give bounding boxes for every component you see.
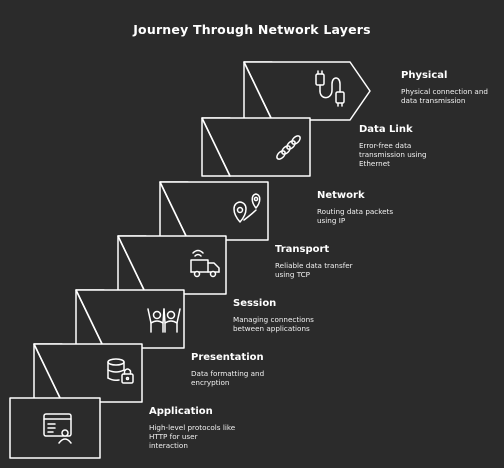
layer-application: Application High-level protocols like HT… xyxy=(149,406,289,450)
step-application xyxy=(9,397,101,459)
layer-physical: Physical Physical connection and data tr… xyxy=(401,70,504,105)
layer-presentation: Presentation Data formatting and encrypt… xyxy=(191,352,331,387)
step-transport xyxy=(117,235,227,295)
layer-description: Routing data packets using IP xyxy=(317,207,394,225)
database-lock-icon xyxy=(107,358,134,384)
step-data-link xyxy=(201,117,311,177)
chain-link-icon xyxy=(276,135,301,160)
layer-name: Physical xyxy=(401,70,448,81)
layer-description: Managing connections between application… xyxy=(233,315,314,333)
location-pins-icon xyxy=(233,193,261,223)
cable-plug-icon xyxy=(315,70,345,107)
layer-name: Transport xyxy=(275,244,330,255)
diagram-title: Journey Through Network Layers xyxy=(133,22,371,37)
layer-description: Reliable data transfer using TCP xyxy=(275,261,353,279)
layer-description: High-level protocols like HTTP for user … xyxy=(149,423,236,450)
layer-session: Session Managing connections between app… xyxy=(233,298,373,333)
app-window-user-icon xyxy=(43,413,72,444)
layer-name: Data Link xyxy=(359,124,413,135)
step-physical xyxy=(243,61,371,121)
layer-transport: Transport Reliable data transfer using T… xyxy=(275,244,415,279)
layer-description: Error-free data transmission using Ether… xyxy=(359,141,427,168)
layer-name: Network xyxy=(317,190,365,201)
step-network xyxy=(159,181,269,241)
layer-name: Session xyxy=(233,298,277,309)
layer-data-link: Data Link Error-free data transmission u… xyxy=(359,124,499,168)
delivery-truck-icon xyxy=(190,249,220,278)
people-raising-hands-icon xyxy=(147,308,181,333)
layer-name: Application xyxy=(149,406,213,417)
layer-network: Network Routing data packets using IP xyxy=(317,190,457,225)
step-presentation xyxy=(33,343,143,403)
layer-name: Presentation xyxy=(191,352,264,363)
layer-description: Physical connection and data transmissio… xyxy=(401,87,488,105)
step-session xyxy=(75,289,185,349)
layer-description: Data formatting and encryption xyxy=(191,369,265,387)
